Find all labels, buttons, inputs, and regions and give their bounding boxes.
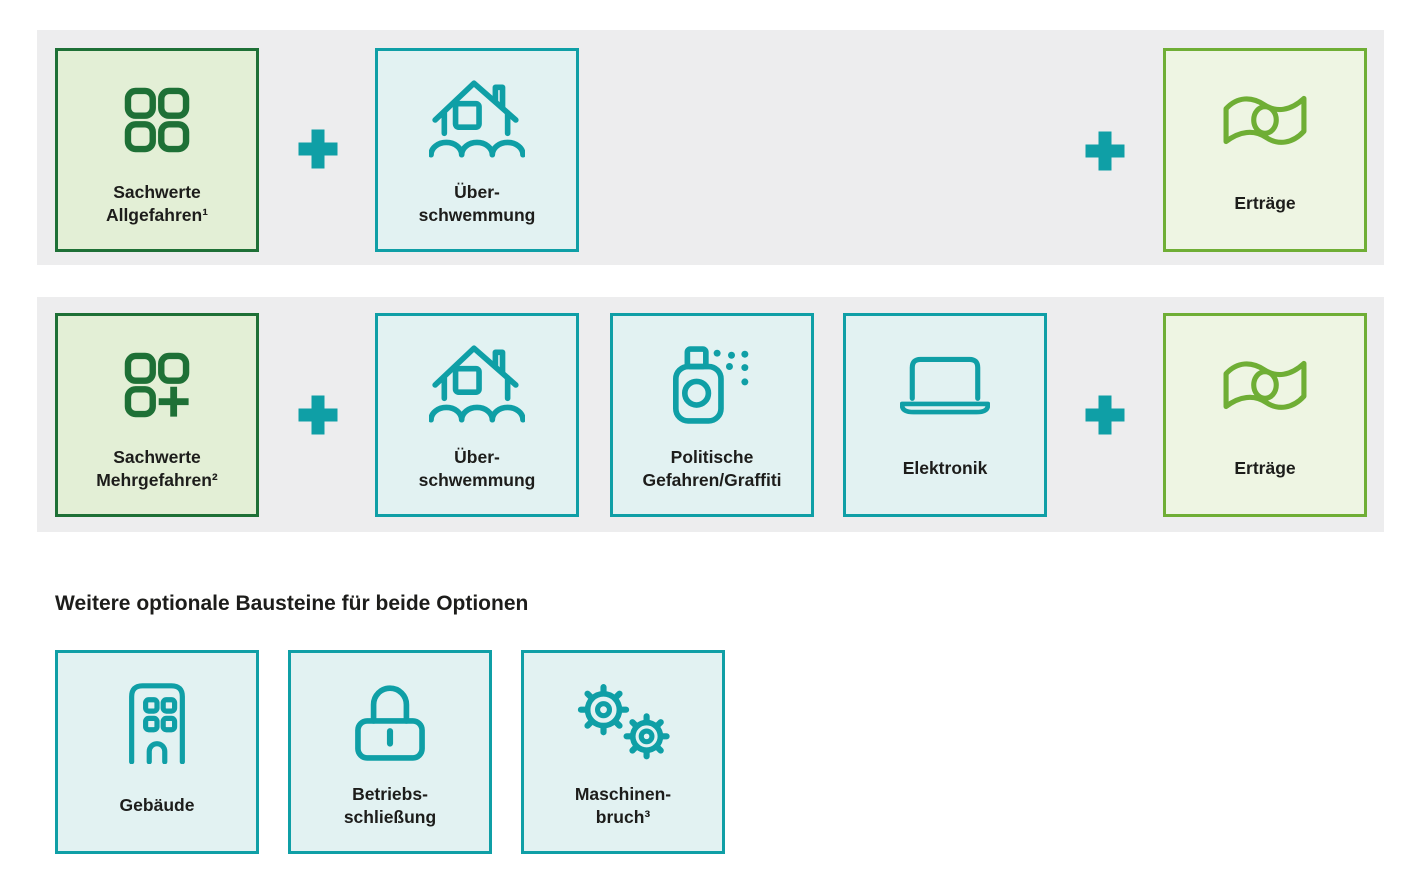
tile-label: Über- schwemmung — [418, 181, 536, 225]
grid-plus-icon — [58, 338, 256, 432]
tile-label: Sachwerte Allgefahren¹ — [105, 181, 209, 225]
tile-label: Politische Gefahren/Graffiti — [642, 446, 782, 490]
flood-house-icon — [378, 338, 576, 432]
banknote-icon — [1166, 73, 1364, 167]
tile-label: Elektronik — [902, 458, 988, 479]
tile-ueberschwemmung-1: Über- schwemmung — [375, 48, 579, 252]
option-1-band — [37, 30, 1384, 265]
plus-icon — [298, 395, 338, 435]
flood-house-icon — [378, 73, 576, 167]
optional-section-heading: Weitere optionale Bausteine für beide Op… — [55, 592, 529, 615]
tile-ertraege-1: Erträge — [1163, 48, 1367, 252]
laptop-icon — [846, 338, 1044, 432]
building-icon — [58, 675, 256, 769]
tile-label: Betriebs- schließung — [343, 783, 437, 827]
tile-label: Über- schwemmung — [418, 446, 536, 490]
spray-can-icon — [613, 338, 811, 432]
gears-icon — [524, 675, 722, 769]
lock-icon — [291, 675, 489, 769]
plus-icon — [1085, 395, 1125, 435]
tile-elektronik: Elektronik — [843, 313, 1047, 517]
tile-label: Erträge — [1234, 193, 1296, 214]
tile-betriebsschliessung: Betriebs- schließung — [288, 650, 492, 854]
tile-sachwerte-mehrgefahren: Sachwerte Mehrgefahren² — [55, 313, 259, 517]
grid-icon — [58, 73, 256, 167]
tile-label: Gebäude — [119, 795, 195, 816]
tile-maschinenbruch: Maschinen- bruch³ — [521, 650, 725, 854]
tile-label: Maschinen- bruch³ — [574, 783, 672, 827]
tile-sachwerte-allgefahren: Sachwerte Allgefahren¹ — [55, 48, 259, 252]
tile-ertraege-2: Erträge — [1163, 313, 1367, 517]
plus-icon — [1085, 131, 1125, 171]
plus-icon — [298, 129, 338, 169]
tile-label: Erträge — [1234, 458, 1296, 479]
tile-ueberschwemmung-2: Über- schwemmung — [375, 313, 579, 517]
tile-politische-gefahren-graffiti: Politische Gefahren/Graffiti — [610, 313, 814, 517]
banknote-icon — [1166, 338, 1364, 432]
tile-gebaeude: Gebäude — [55, 650, 259, 854]
tile-label: Sachwerte Mehrgefahren² — [96, 446, 218, 490]
